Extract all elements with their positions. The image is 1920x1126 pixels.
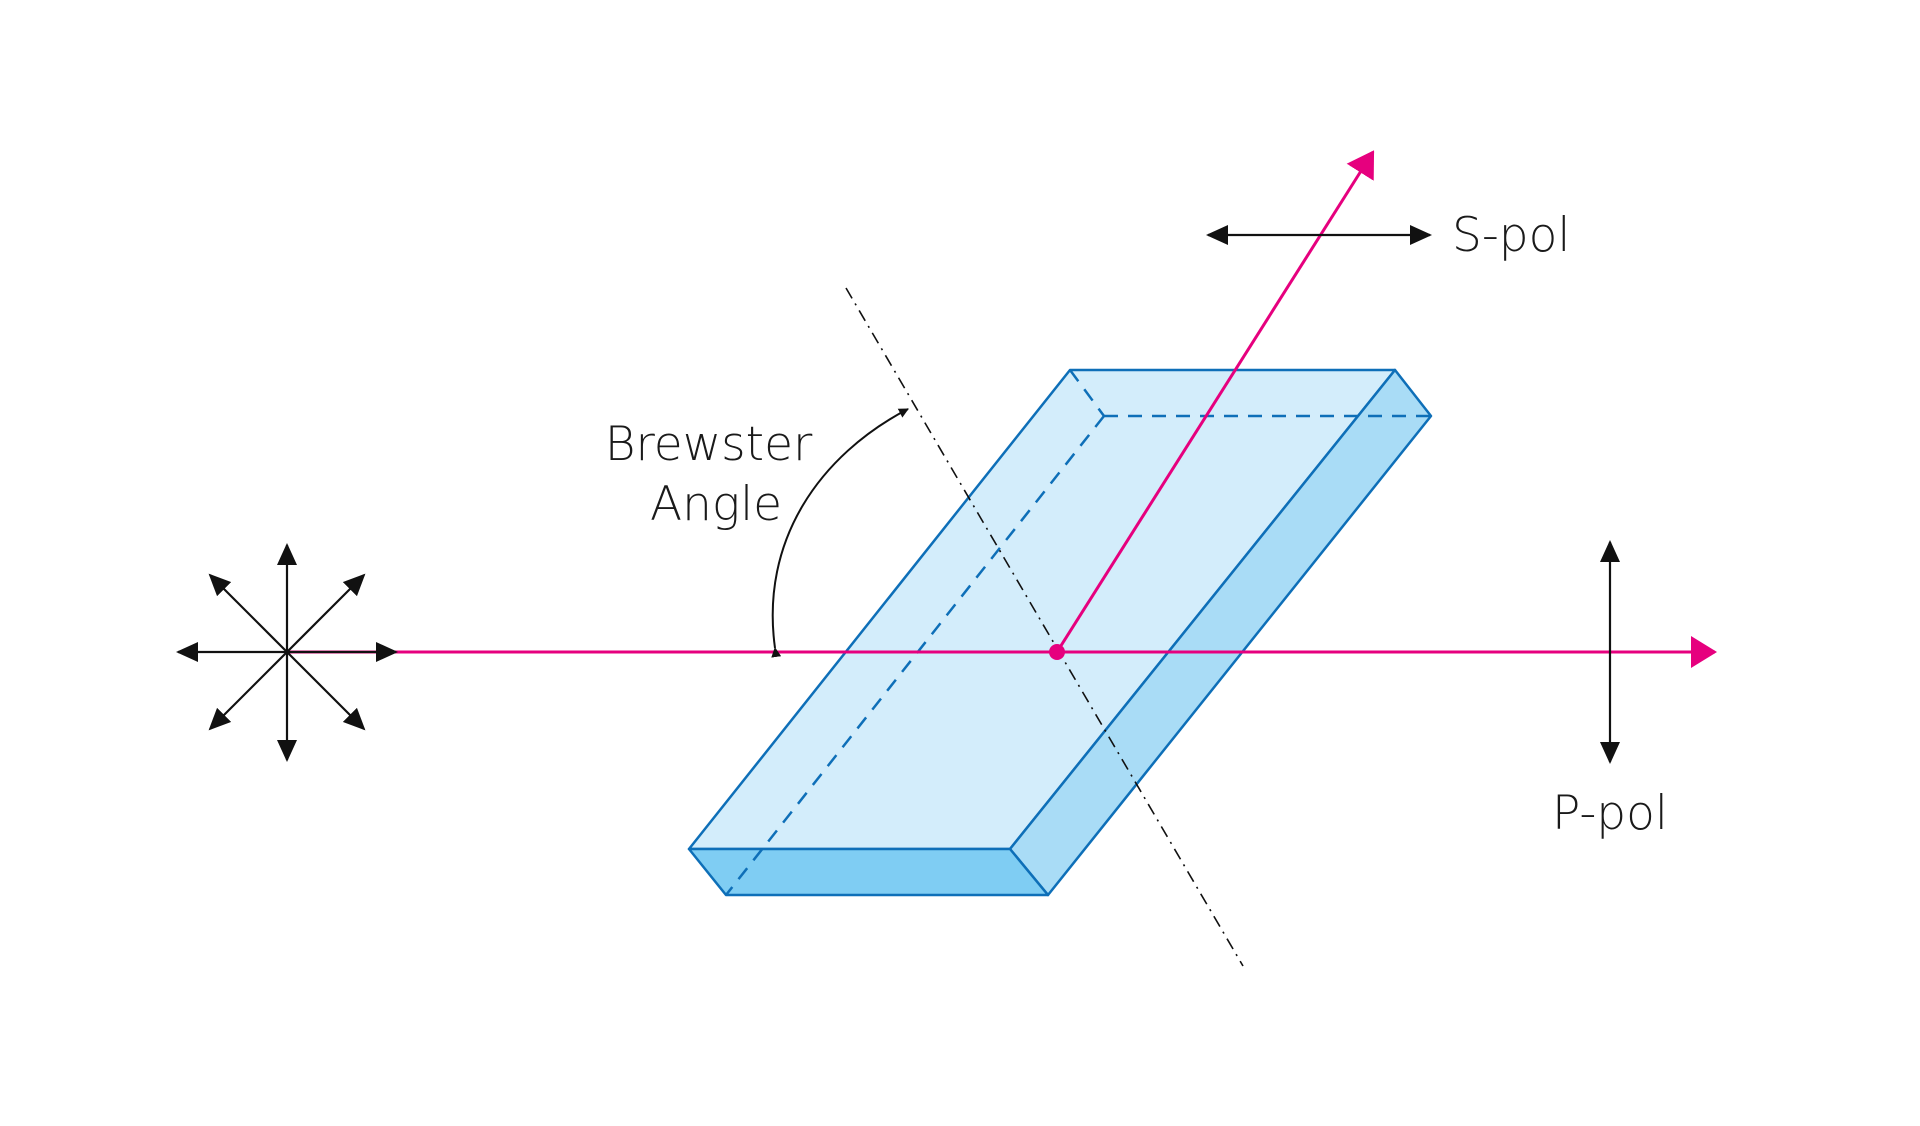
incidence-point <box>1049 644 1065 660</box>
brewster-angle-label: Brewster Angle <box>605 417 828 532</box>
brewster-angle-arc <box>771 408 909 658</box>
brewster-label-line1: Brewster <box>605 417 813 472</box>
plate-hidden-edges <box>725 369 1431 896</box>
brewster-label-line2: Angle <box>650 477 782 532</box>
surface-normal-line <box>845 287 1244 967</box>
p-pol-label: P-pol <box>1552 786 1668 841</box>
s-pol-label: S-pol <box>1452 208 1570 263</box>
glass-plate <box>687 368 1433 897</box>
unpolarized-light-arrows-icon <box>176 543 398 762</box>
plate-front-side <box>687 847 1050 897</box>
